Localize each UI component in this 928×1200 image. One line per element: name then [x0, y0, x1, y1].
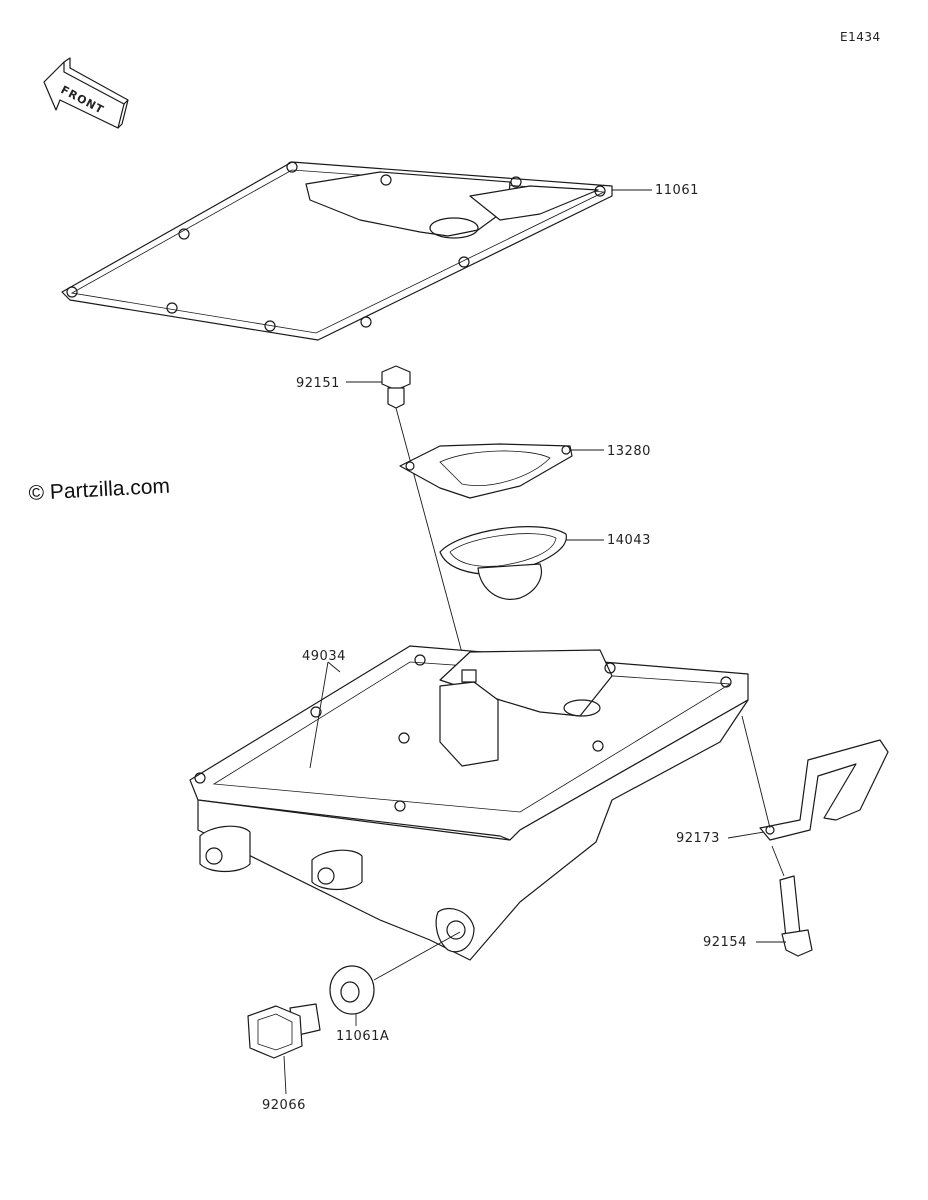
drain-plug[interactable]: [247, 1003, 321, 1059]
oil-pan[interactable]: [189, 645, 749, 961]
part-label-92173[interactable]: 92173: [676, 831, 720, 846]
part-label-92066[interactable]: 92066: [262, 1098, 306, 1113]
part-label-11061a[interactable]: 11061A: [336, 1029, 389, 1044]
oil-strainer[interactable]: [439, 526, 567, 600]
bracket[interactable]: [759, 739, 889, 841]
part-label-11061[interactable]: 11061: [655, 183, 699, 198]
strainer-gasket[interactable]: [399, 443, 573, 499]
part-label-92151[interactable]: 92151: [296, 376, 340, 391]
oil-pan-gasket[interactable]: [61, 161, 613, 341]
bolt-side[interactable]: [771, 845, 813, 957]
part-label-13280[interactable]: 13280: [607, 444, 651, 459]
part-label-14043[interactable]: 14043: [607, 533, 651, 548]
bolt-top[interactable]: [381, 365, 411, 409]
front-arrow-icon: FRONT: [43, 57, 129, 129]
diagram-code: E1434: [840, 30, 881, 44]
part-label-49034[interactable]: 49034: [302, 649, 346, 664]
part-label-92154[interactable]: 92154: [703, 935, 747, 950]
washer[interactable]: [329, 965, 375, 1015]
